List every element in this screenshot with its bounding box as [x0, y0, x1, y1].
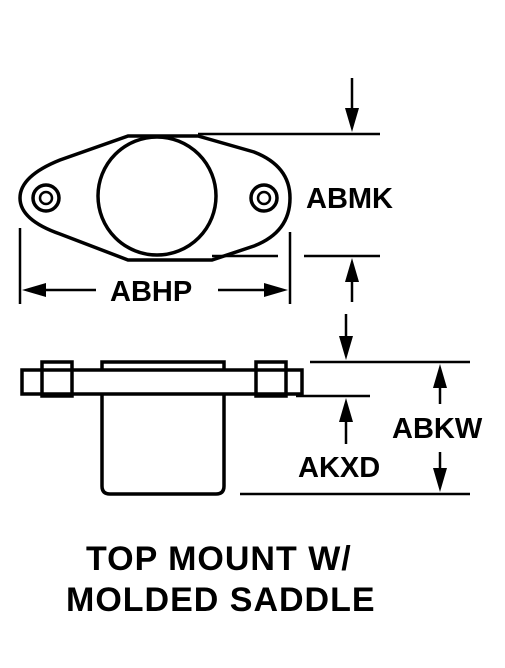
side-body — [100, 394, 226, 496]
abhp-label: ABHP — [110, 276, 192, 308]
abhp-arrow-right — [264, 283, 288, 297]
abmk-arrow-bottom — [345, 258, 359, 282]
top-view — [18, 134, 292, 262]
right-saddle-ear — [254, 360, 288, 398]
akxd-arrow-top — [339, 336, 353, 360]
akxd-label: AKXD — [298, 452, 380, 484]
left-saddle-ear — [40, 360, 74, 398]
abmk-arrow-top — [345, 108, 359, 132]
akxd-dimension: AKXD — [296, 314, 470, 484]
side-flange-plate — [20, 368, 304, 396]
left-mounting-hole-inner — [38, 190, 54, 206]
right-mounting-hole-outer — [249, 183, 279, 213]
abkw-label: ABKW — [392, 413, 483, 445]
left-mounting-hole-outer — [31, 183, 61, 213]
abkw-dimension: ABKW — [240, 364, 483, 496]
akxd-arrow-bottom — [339, 398, 353, 422]
right-mounting-hole-inner — [256, 190, 272, 206]
top-body-circle — [96, 135, 218, 257]
side-view — [20, 360, 304, 496]
abhp-arrow-left — [22, 283, 46, 297]
abmk-label: ABMK — [306, 183, 393, 215]
abkw-arrow-bottom — [433, 468, 447, 492]
abkw-arrow-top — [433, 364, 447, 388]
caption: TOP MOUNT W/ MOLDED SADDLE — [66, 540, 376, 619]
top-flange-outline — [18, 134, 292, 262]
abmk-dimension: ABMK — [198, 78, 393, 302]
caption-line-1: TOP MOUNT W/ — [86, 540, 352, 578]
abhp-dimension: ABHP — [18, 228, 292, 308]
caption-line-2: MOLDED SADDLE — [66, 581, 376, 619]
side-top-boss — [100, 360, 226, 370]
